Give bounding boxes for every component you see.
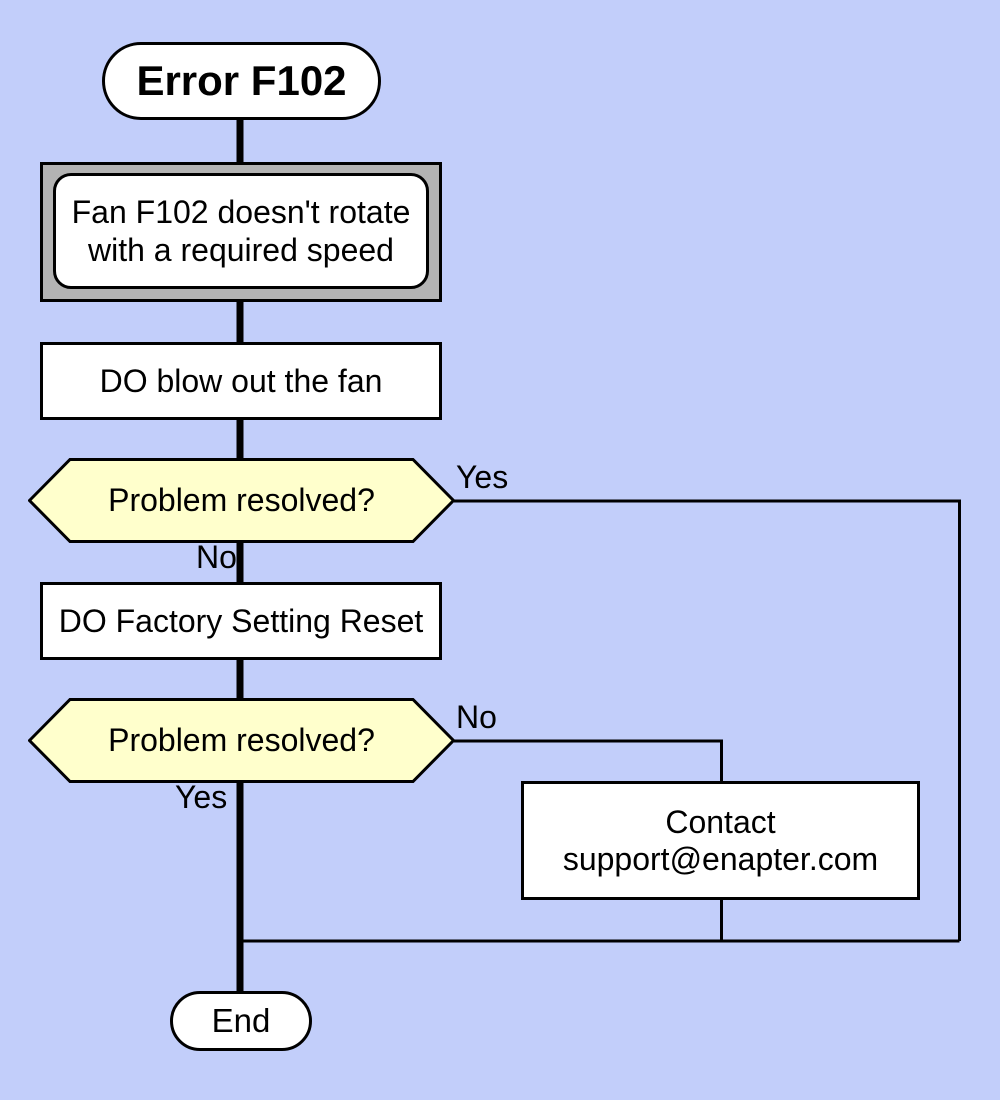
decision1-hexagon-shape (28, 458, 455, 543)
action-blow-out-fan-node: DO blow out the fan (40, 342, 442, 420)
end-node-label: End (211, 1002, 271, 1039)
decision2-yes-label: Yes (175, 779, 228, 815)
action-factory-reset-node: DO Factory Setting Reset (40, 582, 442, 660)
decision2-hexagon-shape (28, 698, 455, 783)
problem-subroutine-node: Fan F102 doesn't rotate with a required … (40, 162, 442, 302)
action-factory-reset-label: DO Factory Setting Reset (58, 602, 424, 639)
decision1-no-label: No (196, 539, 237, 575)
start-node: Error F102 (102, 42, 381, 120)
decision1-label: Problem resolved? (108, 482, 375, 518)
edge-decision2-no (454, 739, 723, 783)
end-node: End (170, 991, 312, 1051)
contact-support-node: Contact support@enapter.com (521, 781, 920, 900)
action-blow-out-fan-label: DO blow out the fan (99, 362, 383, 399)
problem-subroutine-label: Fan F102 doesn't rotate with a required … (53, 173, 429, 289)
decision2-no-label: No (456, 699, 497, 735)
decision2-node: Problem resolved? (28, 698, 455, 783)
decision1-node: Problem resolved? (28, 458, 455, 543)
contact-support-label: Contact support@enapter.com (562, 803, 879, 877)
decision1-yes-label: Yes (456, 459, 509, 495)
start-node-label: Error F102 (136, 57, 347, 104)
edge-decision1-yes (454, 499, 961, 941)
decision2-label: Problem resolved? (108, 722, 375, 758)
